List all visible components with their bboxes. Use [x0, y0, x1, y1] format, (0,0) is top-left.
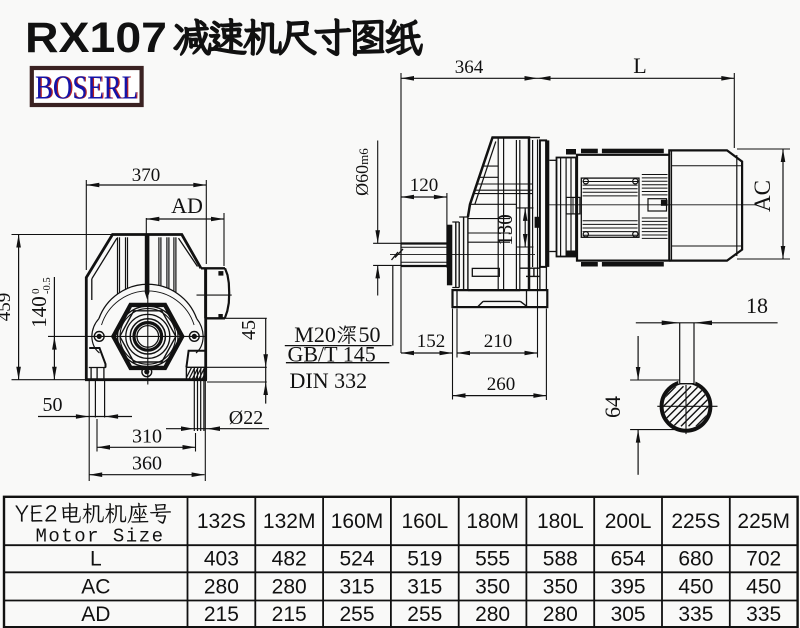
svg-text:702: 702	[746, 548, 781, 571]
svg-text:350: 350	[543, 576, 578, 599]
svg-text:654: 654	[611, 548, 646, 571]
svg-text:225M: 225M	[737, 510, 790, 533]
svg-text:482: 482	[272, 548, 307, 571]
svg-text:AD: AD	[81, 603, 110, 626]
svg-text:370: 370	[132, 165, 161, 186]
svg-text:160L: 160L	[401, 510, 448, 533]
svg-text:588: 588	[543, 548, 578, 571]
svg-text:DIN 332: DIN 332	[290, 368, 368, 393]
svg-text:215: 215	[272, 603, 307, 626]
svg-text:280: 280	[475, 603, 510, 626]
svg-text:335: 335	[746, 603, 781, 626]
svg-text:Ø22: Ø22	[229, 407, 263, 429]
svg-text:45: 45	[238, 320, 260, 340]
svg-text:132M: 132M	[263, 510, 316, 533]
svg-text:310: 310	[132, 426, 162, 448]
svg-text:160M: 160M	[331, 510, 384, 533]
svg-text:364: 364	[455, 57, 484, 78]
svg-text:64: 64	[600, 396, 625, 418]
svg-text:555: 555	[475, 548, 510, 571]
svg-text:0: 0	[30, 288, 42, 294]
svg-text:280: 280	[543, 603, 578, 626]
svg-text:L: L	[633, 53, 646, 78]
svg-text:AD: AD	[171, 193, 203, 218]
svg-text:260: 260	[487, 374, 516, 395]
svg-text:315: 315	[339, 576, 374, 599]
svg-text:BOSERL: BOSERL	[36, 70, 139, 107]
svg-text:132S: 132S	[197, 510, 246, 533]
svg-text:459: 459	[0, 293, 15, 322]
svg-text:360: 360	[132, 453, 162, 475]
svg-text:225S: 225S	[671, 510, 720, 533]
svg-text:210: 210	[484, 331, 513, 352]
svg-text:RX107: RX107	[25, 14, 167, 62]
svg-text:Motor Size: Motor Size	[35, 526, 164, 548]
svg-text:524: 524	[339, 548, 374, 571]
svg-text:180L: 180L	[537, 510, 584, 533]
svg-text:180M: 180M	[466, 510, 519, 533]
svg-text:18: 18	[746, 293, 768, 318]
svg-text:519: 519	[407, 548, 442, 571]
svg-text:M20: M20	[294, 322, 336, 347]
svg-text:50: 50	[43, 394, 63, 416]
svg-text:335: 335	[678, 603, 713, 626]
svg-text:L: L	[90, 548, 102, 571]
svg-text:305: 305	[611, 603, 646, 626]
svg-text:152: 152	[417, 331, 446, 352]
svg-text:450: 450	[678, 576, 713, 599]
svg-text:280: 280	[272, 576, 307, 599]
svg-text:AC: AC	[750, 180, 775, 212]
svg-text:403: 403	[204, 548, 239, 571]
svg-text:-0.5: -0.5	[42, 277, 53, 294]
svg-text:680: 680	[678, 548, 713, 571]
svg-text:280: 280	[204, 576, 239, 599]
svg-text:Ø60m6: Ø60m6	[352, 148, 372, 196]
svg-text:140: 140	[27, 296, 51, 328]
svg-text:255: 255	[407, 603, 442, 626]
svg-text:255: 255	[339, 603, 374, 626]
svg-text:450: 450	[746, 576, 781, 599]
svg-text:315: 315	[407, 576, 442, 599]
svg-text:120: 120	[410, 175, 439, 196]
svg-text:AC: AC	[81, 576, 110, 599]
svg-text:50: 50	[359, 322, 381, 347]
svg-text:395: 395	[611, 576, 646, 599]
svg-text:130: 130	[493, 214, 517, 246]
svg-text:200L: 200L	[605, 510, 652, 533]
svg-text:BOSERL: BOSERL	[35, 70, 138, 107]
svg-text:215: 215	[204, 603, 239, 626]
svg-text:350: 350	[475, 576, 510, 599]
